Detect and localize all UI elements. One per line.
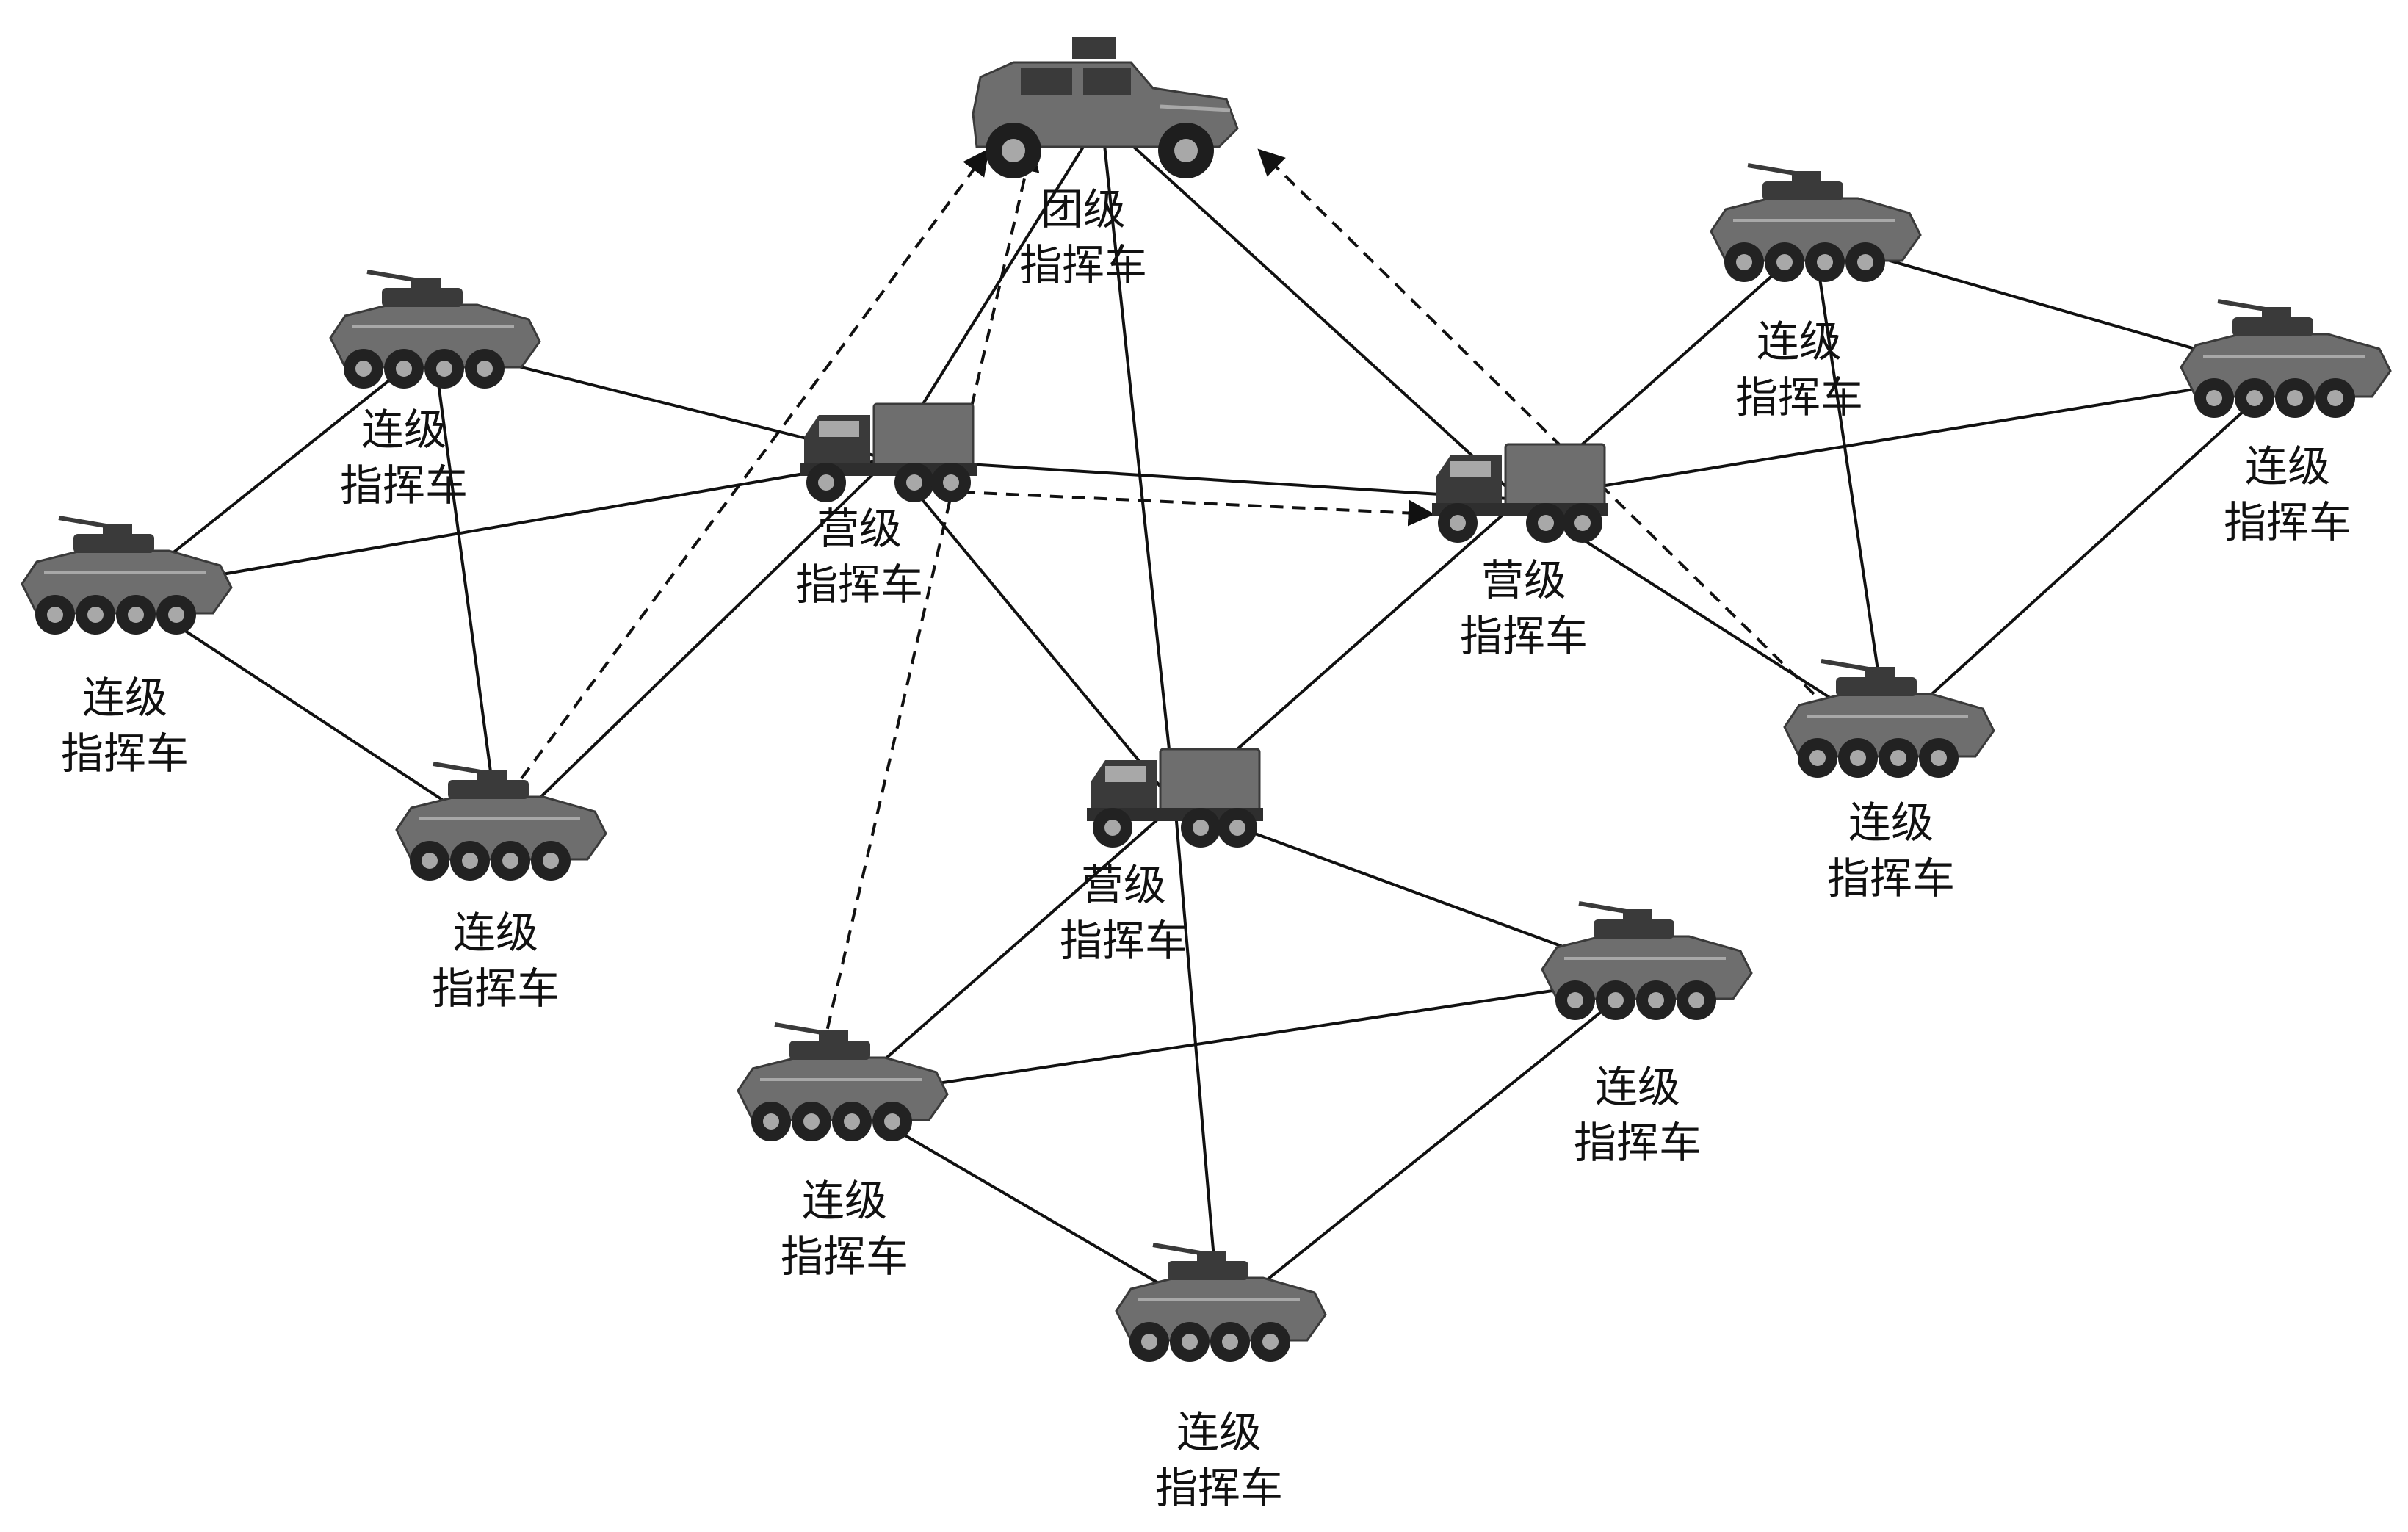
node-label-co-right-top-line2: 指挥车 [1735,372,1863,422]
link-bn-bottom-co-bottom-center [1174,803,1221,1319]
node-label-co-right-top-line1: 连级 [1757,317,1842,366]
link-bn-right-co-right-far [1519,373,2285,501]
vehicle-bn-bottom [1087,748,1263,848]
link-co-bottom-right-co-bottom-center [1218,975,1646,1320]
link-bn-left-regiment [887,116,1103,460]
node-label-co-bottom-left-line1: 连级 [802,1176,887,1226]
node-label-co-right-bot-line2: 指挥车 [1827,853,1955,903]
node-label-co-bottom-center-line1: 连级 [1176,1407,1262,1457]
vehicle-co-right-top [1710,163,1922,282]
link-bn-left-bn-bottom [887,458,1176,806]
vehicle-bn-left [800,402,977,502]
vehicle-co-bottom-left [737,1022,949,1141]
node-label-bn-right-line1: 营级 [1481,555,1566,605]
vehicle-co-bottom-right [1541,901,1753,1020]
node-label-regiment-line1: 团级 [1041,184,1126,234]
node-label-co-left-bot-line1: 连级 [453,908,538,958]
link-co-right-far-co-right-bot [1886,373,2285,736]
node-label-co-right-far-line1: 连级 [2245,441,2330,491]
node-label-bn-bottom-line2: 指挥车 [1060,916,1187,966]
link-co-left-mid-bn-left [124,458,889,593]
vehicle-co-left-mid [21,516,233,635]
dashed-link-co-right-bot-regiment [1257,148,1815,695]
link-bn-bottom-co-bottom-left [839,803,1176,1099]
dashed-link-bn-left-bn-right [961,491,1435,527]
vehicle-co-bottom-center [1115,1243,1327,1362]
link-co-left-top-co-left-bot [432,344,501,838]
node-label-co-right-far-line2: 指挥车 [2224,497,2351,547]
node-label-co-bottom-center-line2: 指挥车 [1155,1463,1283,1513]
link-co-left-bot-bn-left [498,458,890,839]
link-bn-left-bn-right [888,458,1521,501]
vehicle-regiment [972,37,1239,178]
node-label-bn-left-line2: 指挥车 [795,560,923,610]
node-label-bn-bottom-line1: 营级 [1081,860,1166,910]
link-bn-right-regiment [1100,116,1522,501]
node-label-co-bottom-left-line2: 指挥车 [781,1232,908,1282]
link-co-left-top-co-left-mid [123,344,435,593]
dashed-link-co-left-bot-regiment [520,148,990,780]
link-bn-bottom-regiment [1100,117,1176,805]
link-co-bottom-left-co-bottom-right [840,975,1646,1099]
node-label-regiment-line2: 指挥车 [1019,240,1147,290]
link-co-right-top-co-right-bot [1812,238,1889,735]
dashed-link-co-bottom-left-regiment [821,144,1040,1051]
node-label-bn-left-line1: 营级 [817,504,902,554]
nodes-layer: 团级指挥车营级指挥车营级指挥车营级指挥车连级指挥车连级指挥车连级指挥车连级指挥车… [21,37,2392,1513]
node-label-co-left-mid-line2: 指挥车 [61,729,189,778]
node-label-co-left-top-line1: 连级 [361,405,446,455]
vehicle-co-right-bot [1783,659,1995,778]
link-co-left-mid-co-left-bot [123,590,501,839]
node-label-co-bottom-right-line1: 连级 [1595,1062,1680,1112]
vehicle-co-right-far [2180,299,2392,418]
vehicle-co-left-top [329,270,541,389]
node-label-co-bottom-right-line2: 指挥车 [1574,1118,1702,1168]
vehicle-bn-right [1432,443,1608,543]
node-label-co-left-top-line2: 指挥车 [340,460,468,510]
node-label-co-left-bot-line2: 指挥车 [432,964,560,1013]
node-label-co-left-mid-line1: 连级 [82,673,167,723]
node-label-co-right-bot-line1: 连级 [1848,798,1934,848]
vehicle-co-left-bot [395,762,607,881]
node-label-bn-right-line2: 指挥车 [1460,611,1588,661]
